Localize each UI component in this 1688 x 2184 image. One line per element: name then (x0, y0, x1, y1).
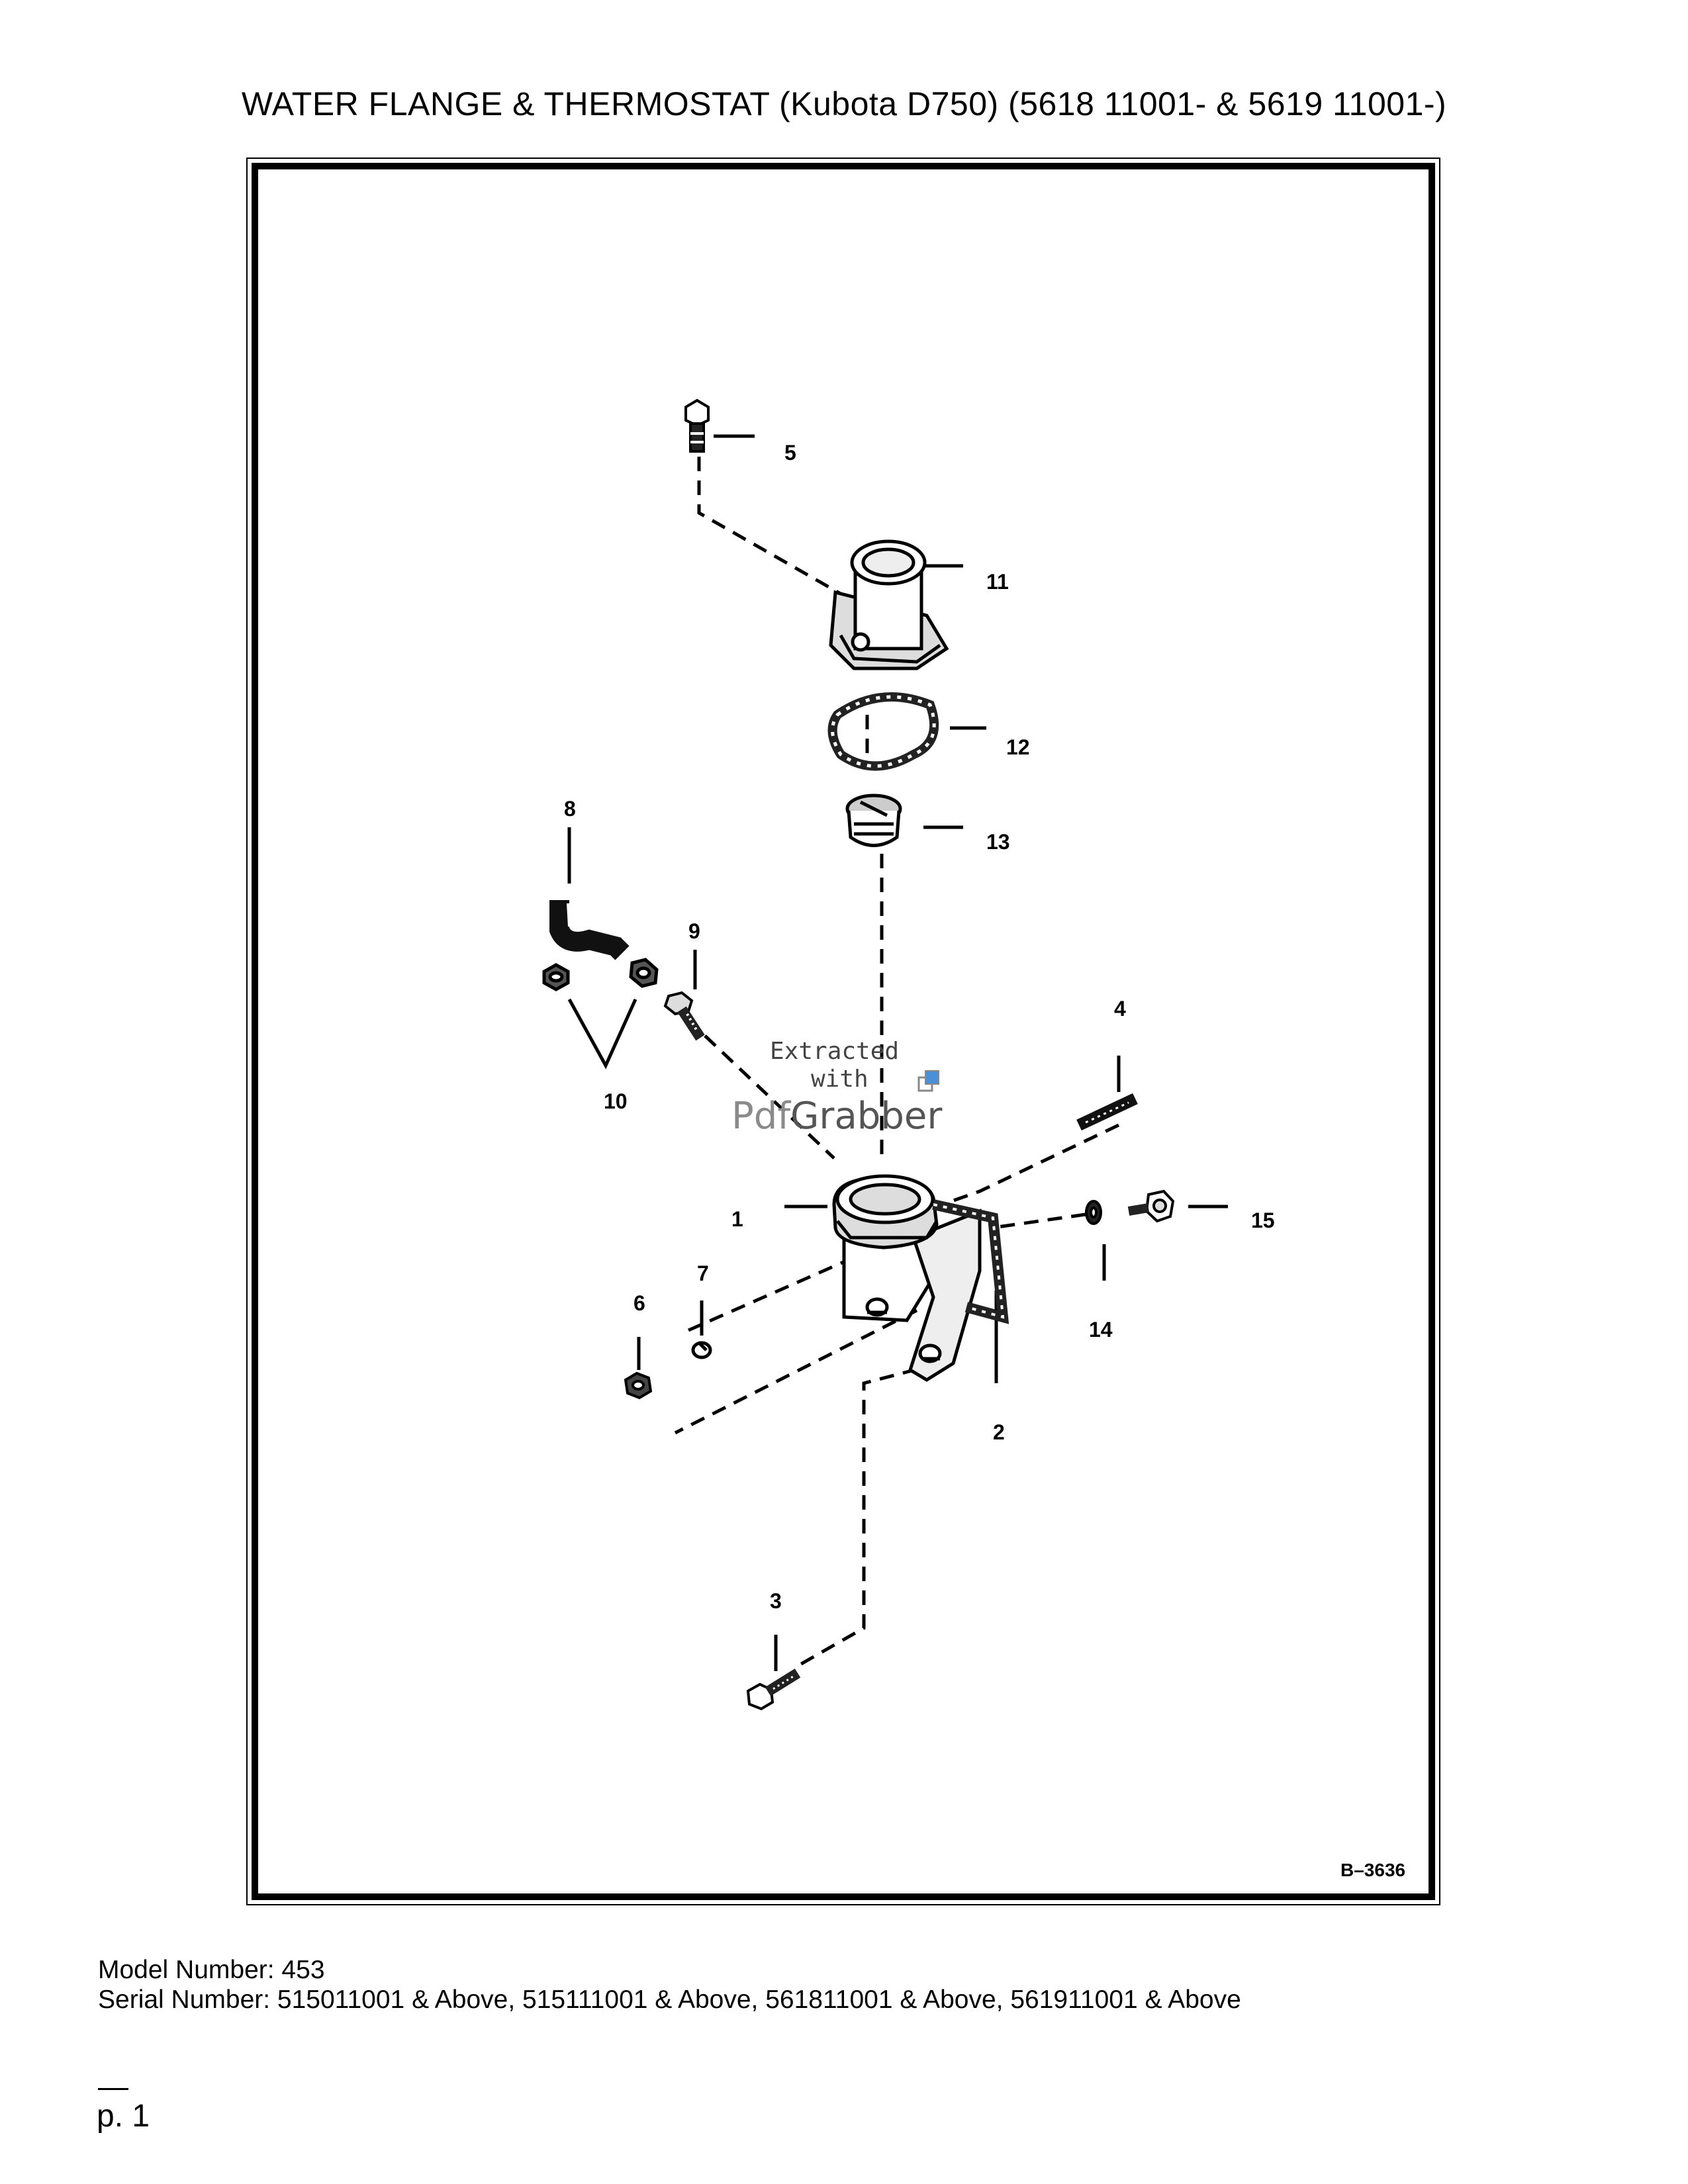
callout-11: 11 (986, 570, 1009, 594)
callout-9: 9 (688, 919, 700, 943)
part-11-water-flange (829, 539, 949, 670)
part-2-gasket (932, 1199, 1009, 1324)
part-8-elbow-hose (549, 900, 630, 960)
part-1-housing (832, 1174, 982, 1382)
drawing-code: B–3636 (1340, 1860, 1405, 1880)
callout-5: 5 (784, 441, 796, 465)
callout-13: 13 (986, 830, 1010, 854)
page-separator (98, 2088, 128, 2090)
svg-text:PdfGrabber: PdfGrabber (731, 1095, 943, 1138)
pdfgrabber-watermark: Extracted with PdfGrabber (731, 1038, 943, 1138)
watermark-brand-grabber: Grabber (790, 1095, 943, 1138)
callout-12: 12 (1006, 735, 1030, 759)
part-15-bolt (1127, 1189, 1175, 1223)
watermark-line-extracted: Extracted (770, 1038, 899, 1065)
callout-6: 6 (633, 1291, 645, 1315)
assembly-dashed-lines (674, 457, 1120, 1670)
part-7-lock-washer (691, 1341, 712, 1359)
callout-8: 8 (564, 797, 576, 821)
callout-1: 1 (731, 1207, 743, 1231)
part-12-gasket (827, 692, 939, 771)
model-number: Model Number: 453 (98, 1956, 325, 1984)
callout-14: 14 (1089, 1318, 1113, 1342)
diagram-frame-outer (246, 158, 1440, 1905)
page-number: p. 1 (97, 2099, 150, 2134)
callout-4: 4 (1114, 997, 1126, 1021)
watermark-line-with: with (811, 1066, 868, 1093)
callout-7: 7 (697, 1261, 709, 1285)
part-5-bolt (684, 398, 710, 453)
part-13-thermostat (845, 794, 902, 847)
callout-10: 10 (604, 1089, 628, 1113)
serial-number: Serial Number: 515011001 & Above, 515111… (98, 1985, 1241, 2014)
part-10-hose-clamps (542, 958, 659, 991)
diagram-frame (252, 163, 1435, 1900)
part-9-fitting (663, 991, 705, 1041)
part-14-washer (1085, 1200, 1102, 1225)
part-3-bolt (746, 1668, 801, 1711)
callout-3: 3 (770, 1589, 782, 1613)
callout-numbers: 5 11 12 13 8 9 10 4 1 15 14 7 6 2 3 B–36… (564, 441, 1405, 1880)
watermark-brand-pdf: Pdf (731, 1095, 791, 1138)
callout-15: 15 (1251, 1208, 1275, 1232)
callout-leader-lines (567, 434, 1228, 1671)
part-6-nut (624, 1371, 653, 1400)
page-title: WATER FLANGE & THERMOSTAT (Kubota D750) … (241, 85, 1447, 122)
part-4-stud (1076, 1093, 1138, 1131)
callout-2: 2 (993, 1420, 1005, 1444)
